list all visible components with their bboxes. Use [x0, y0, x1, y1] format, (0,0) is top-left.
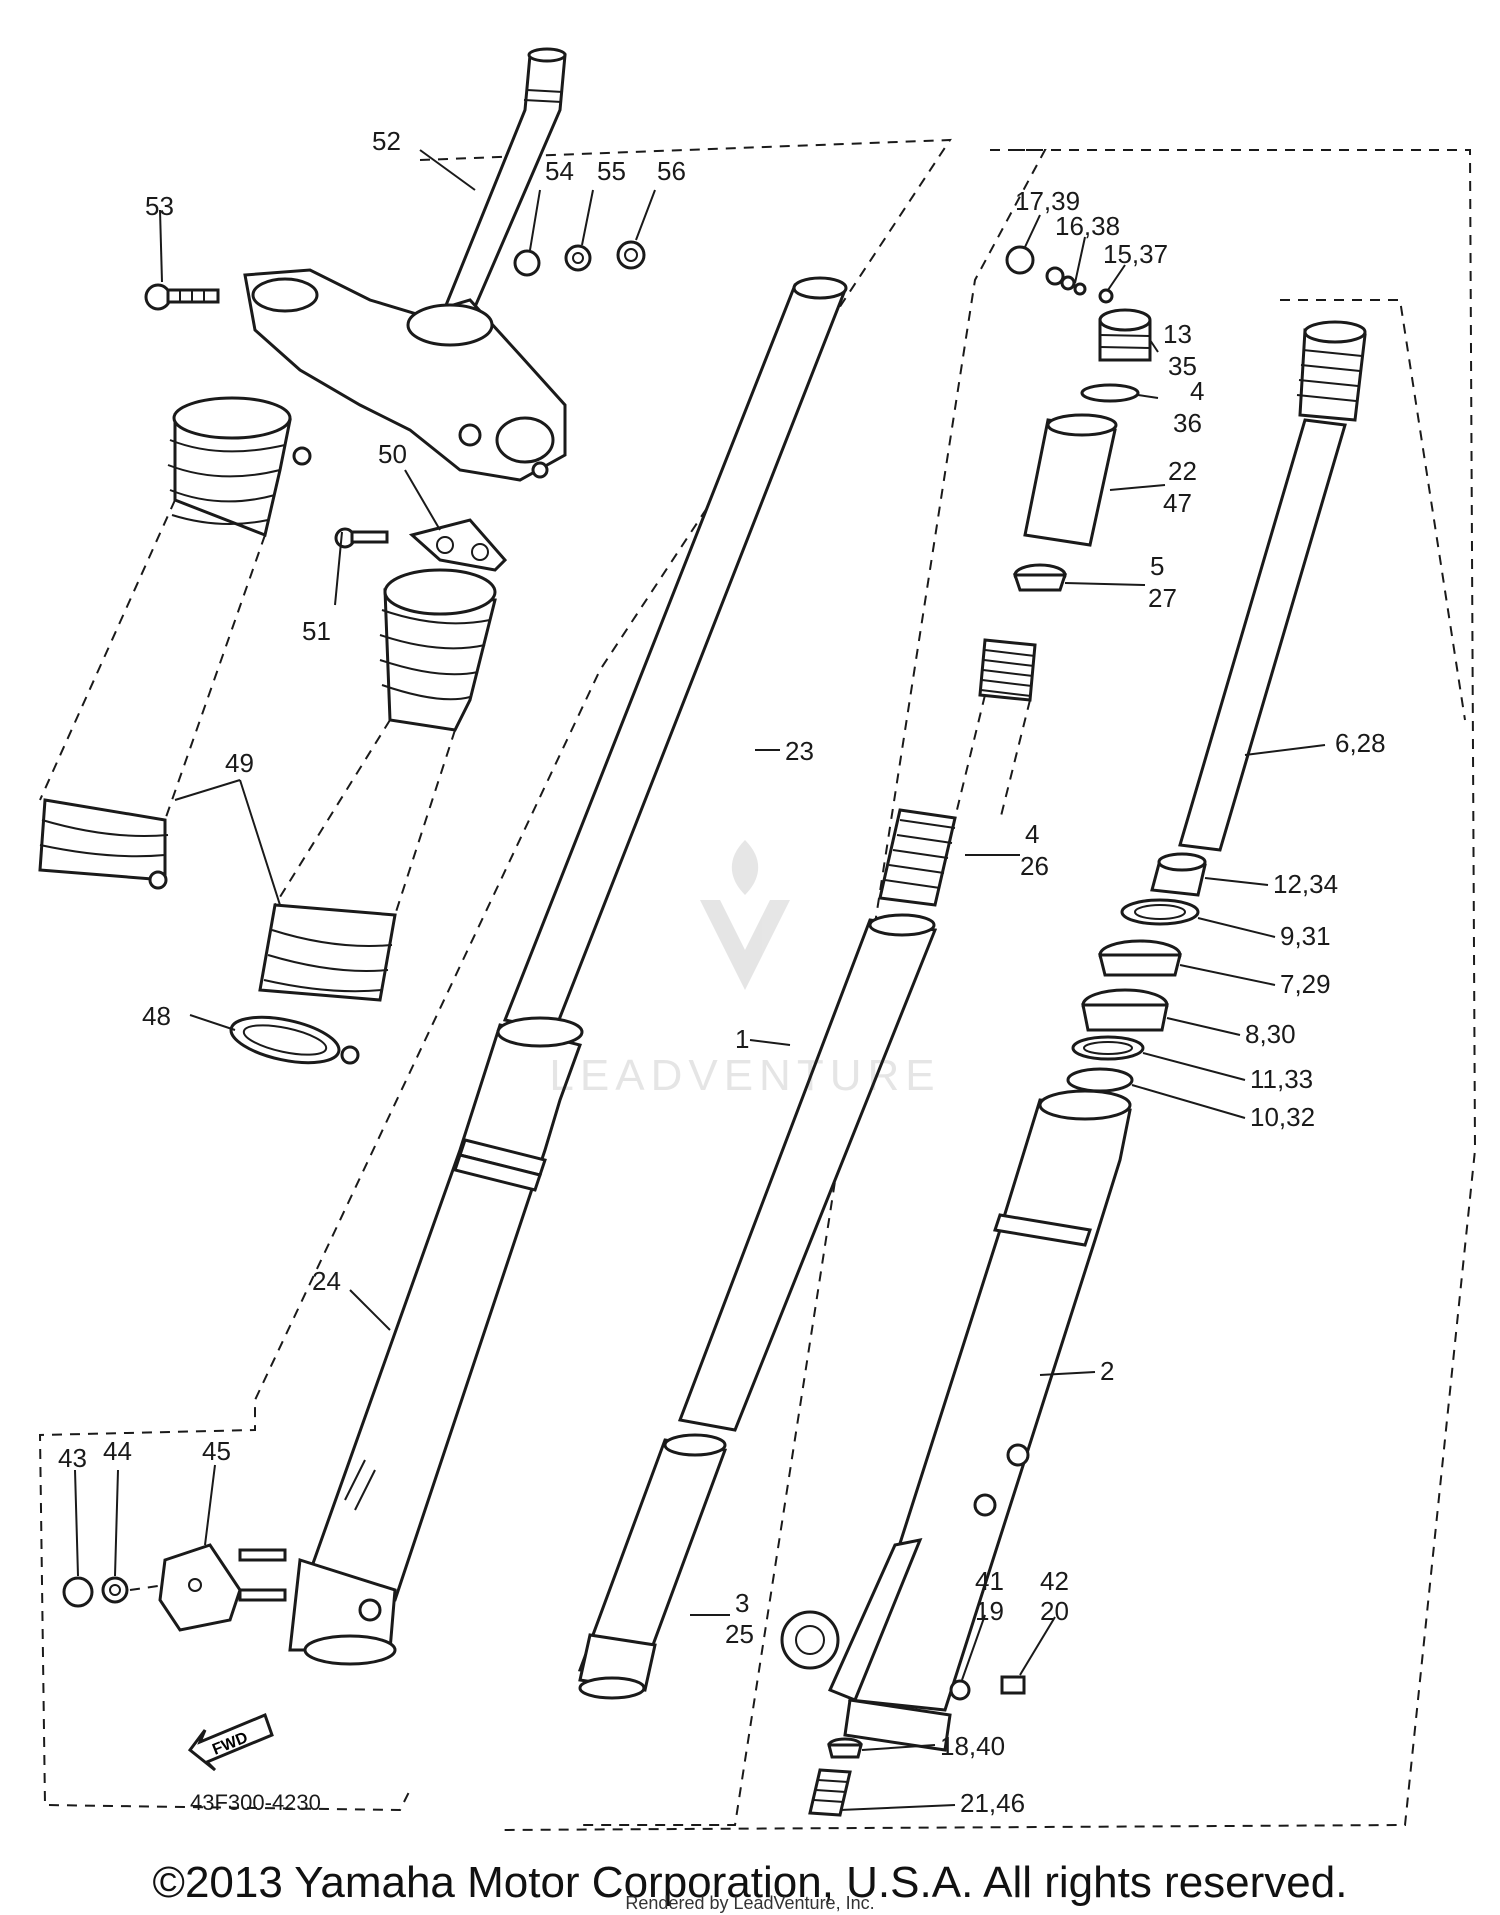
o-ring-4a: [1080, 383, 1140, 403]
leader-lines: [74, 149, 1326, 1811]
label-4b: 4: [1025, 819, 1039, 849]
damper-rod-1: [677, 913, 938, 1432]
label-54: 54: [545, 156, 574, 186]
label-2: 2: [1100, 1356, 1114, 1386]
label-16-38: 16,38: [1055, 211, 1120, 241]
bushing-12: [1150, 852, 1207, 897]
label-41: 41: [975, 1566, 1004, 1596]
label-9-31: 9,31: [1280, 921, 1331, 951]
clip-11: [1071, 1035, 1145, 1061]
exploded-view-svg: FWD 52 53 54 55 56 50 51 49: [38, 47, 1477, 1831]
label-25: 25: [725, 1619, 754, 1649]
label-26: 26: [1020, 851, 1049, 881]
label-49: 49: [225, 748, 254, 778]
nut-43: [62, 1576, 94, 1608]
steering-stem: [438, 47, 567, 332]
outer-tube-24: [288, 1016, 584, 1666]
lower-bracket: [243, 268, 567, 482]
outer-tube-2: [780, 1089, 1132, 1752]
cable-guide-50: [408, 518, 508, 572]
washer-19: [949, 1679, 971, 1701]
label-20: 20: [1040, 1596, 1069, 1626]
bolt-21: [808, 1768, 852, 1817]
washer-18: [827, 1737, 863, 1759]
label-7-29: 7,29: [1280, 969, 1331, 999]
adjuster-16: [1045, 266, 1087, 296]
right-inner-boundary: [1280, 299, 1466, 721]
fork-boot-right: [258, 568, 497, 1002]
label-43: 43: [58, 1443, 87, 1473]
label-23: 23: [785, 736, 814, 766]
washer-44: [101, 1576, 129, 1604]
oil-lock-piece-3: [577, 1433, 728, 1700]
label-27: 27: [1148, 583, 1177, 613]
label-24: 24: [312, 1266, 341, 1296]
dust-seal-8: [1081, 988, 1169, 1032]
o-ring-15: [1098, 288, 1114, 304]
nut-56: [616, 240, 646, 270]
label-35: 35: [1168, 351, 1197, 381]
label-44: 44: [103, 1436, 132, 1466]
cap-bolt-13: [1098, 308, 1152, 362]
drain-bolt-20: [1000, 1675, 1026, 1695]
rendered-by-notice: Rendered by LeadVenture, Inc.: [625, 1893, 875, 1913]
watermark: LEADVENTURE: [549, 840, 940, 1100]
label-52: 52: [372, 126, 401, 156]
label-36: 36: [1173, 408, 1202, 438]
drawing-code: 43F300-4230: [190, 1790, 321, 1815]
axle-holder-45: [158, 1543, 287, 1632]
washer-9: [1120, 898, 1200, 926]
label-1: 1: [735, 1024, 749, 1054]
fork-spring: [878, 638, 1037, 907]
label-5: 5: [1150, 551, 1164, 581]
label-45: 45: [202, 1436, 231, 1466]
nut-17: [1005, 245, 1035, 275]
oil-seal-7: [1098, 939, 1182, 977]
inner-tube-6: [1178, 320, 1367, 852]
right-group-boundary: [499, 149, 1477, 1831]
label-22: 22: [1168, 456, 1197, 486]
label-48: 48: [142, 1001, 171, 1031]
label-12-34: 12,34: [1273, 869, 1338, 899]
copyright-notice: ©2013 Yamaha Motor Corporation, U.S.A. A…: [152, 1858, 1348, 1907]
watermark-text: LEADVENTURE: [549, 1051, 940, 1100]
label-47: 47: [1163, 488, 1192, 518]
screw-51: [334, 527, 389, 549]
inner-tube-23: [502, 276, 848, 1032]
label-3: 3: [735, 1588, 749, 1618]
label-10-32: 10,32: [1250, 1102, 1315, 1132]
label-51: 51: [302, 616, 331, 646]
label-42: 42: [1040, 1566, 1069, 1596]
boot-clamp-48: [229, 1015, 360, 1065]
label-18-40: 18,40: [940, 1731, 1005, 1761]
fork-boot-left: [38, 396, 312, 890]
label-15-37: 15,37: [1103, 239, 1168, 269]
spacer-22: [1023, 413, 1118, 547]
middle-group-boundary: [580, 149, 1047, 1826]
label-56: 56: [657, 156, 686, 186]
label-17-39: 17,39: [1015, 186, 1080, 216]
washer-55: [564, 244, 592, 272]
label-11-33: 11,33: [1250, 1064, 1313, 1094]
label-19: 19: [975, 1596, 1004, 1626]
label-13: 13: [1163, 319, 1192, 349]
fwd-arrow: FWD: [187, 1713, 274, 1772]
label-50: 50: [378, 439, 407, 469]
bolt-53: [144, 283, 220, 311]
label-21-46: 21,46: [960, 1788, 1025, 1818]
spring-seat-5: [1012, 563, 1068, 592]
bushing-10: [1066, 1067, 1134, 1093]
label-8-30: 8,30: [1245, 1019, 1296, 1049]
label-4a: 4: [1190, 376, 1204, 406]
label-6-28: 6,28: [1335, 728, 1386, 758]
nut-54: [513, 249, 541, 277]
label-53: 53: [145, 191, 174, 221]
label-55: 55: [597, 156, 626, 186]
